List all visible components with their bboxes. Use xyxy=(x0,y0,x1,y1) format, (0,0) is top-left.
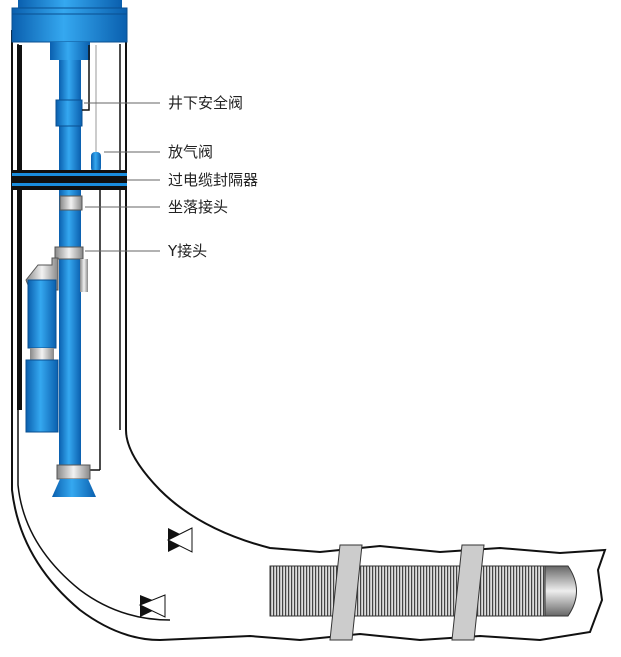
casing xyxy=(11,30,607,642)
wireline-entry-guide xyxy=(52,479,96,497)
label-packer: 过电缆封隔器 xyxy=(168,171,259,189)
label-safety-valve: 井下安全阀 xyxy=(168,94,244,112)
wellhead-hanger xyxy=(11,0,128,60)
control-line xyxy=(82,45,90,111)
sand-screen xyxy=(269,544,577,641)
packer xyxy=(12,170,127,190)
tubing xyxy=(59,60,81,470)
power-cable xyxy=(17,45,22,410)
centralizer-lower xyxy=(138,594,166,618)
label-landing-nipple: 坐落接头 xyxy=(168,198,229,216)
label-y-tool: Y接头 xyxy=(168,242,208,260)
bleed-valve xyxy=(91,152,101,172)
centralizer-upper xyxy=(166,527,193,553)
landing-nipple xyxy=(59,195,83,211)
leader-lines xyxy=(84,102,160,252)
label-bleed-valve: 放气阀 xyxy=(168,143,214,161)
bottom-joint xyxy=(56,464,91,480)
safety-valve xyxy=(55,99,83,127)
esp-pump xyxy=(25,279,59,433)
